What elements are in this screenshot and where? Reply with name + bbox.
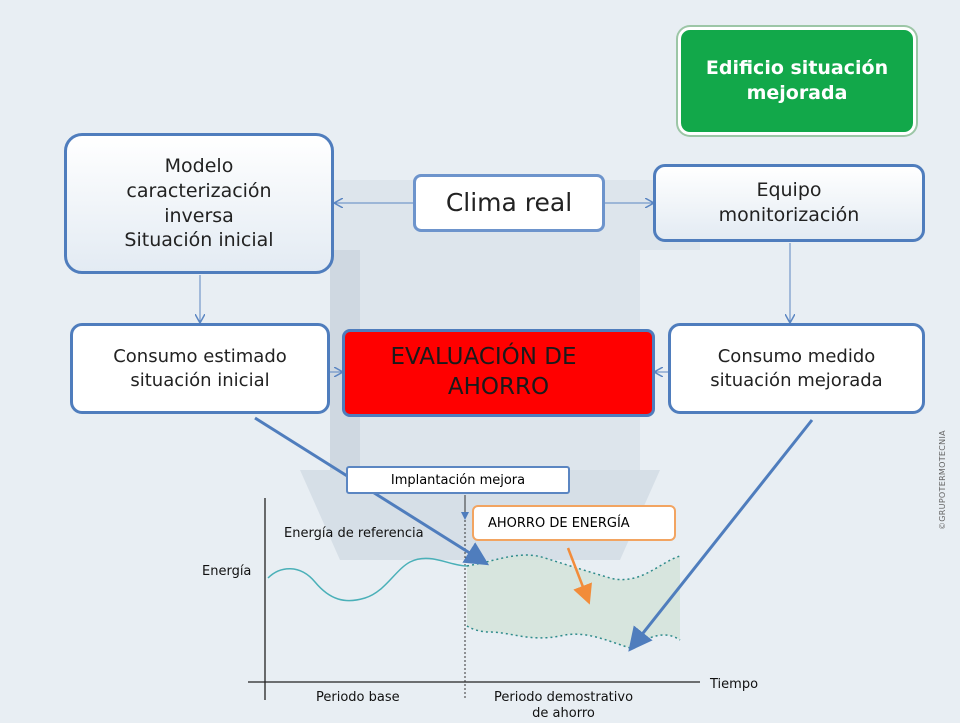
reference-curve <box>267 557 468 602</box>
savings-area <box>467 555 680 648</box>
evaluacion-ahorro-box: EVALUACIÓN DE AHORRO <box>342 329 655 417</box>
modelo-inverso-box: Modelo caracterización inversa Situación… <box>64 133 334 274</box>
savings-label-box: AHORRO DE ENERGÍA <box>472 505 676 541</box>
consumo-medido-box: Consumo medido situación mejorada <box>668 323 925 414</box>
projected-reference-curve <box>466 554 681 581</box>
edificio-mejorado-box: Edificio situación mejorada <box>678 27 916 135</box>
savings-label: AHORRO DE ENERGÍA <box>488 515 630 531</box>
demo-period-label: Periodo demostrativo de ahorro <box>494 690 634 722</box>
clima-real-box: Clima real <box>413 174 605 232</box>
equipo-monitorizacion-box: Equipo monitorización <box>653 164 925 242</box>
measured-curve <box>466 625 681 649</box>
implantation-label: Implantación mejora <box>390 472 526 488</box>
consumo-estimado-box: Consumo estimado situación inicial <box>70 323 330 414</box>
arrow-medido-to-chart <box>628 419 814 652</box>
watermark: ©GRUPOTERMOTECNIA <box>938 430 947 530</box>
base-period-label: Periodo base <box>316 690 400 705</box>
reference-energy-label: Energía de referencia <box>284 526 424 541</box>
implantation-label-box: Implantación mejora <box>346 466 570 494</box>
savings-pointer <box>566 547 592 605</box>
energy-axis-label: Energía <box>202 564 252 579</box>
time-axis-label: Tiempo <box>710 677 759 692</box>
